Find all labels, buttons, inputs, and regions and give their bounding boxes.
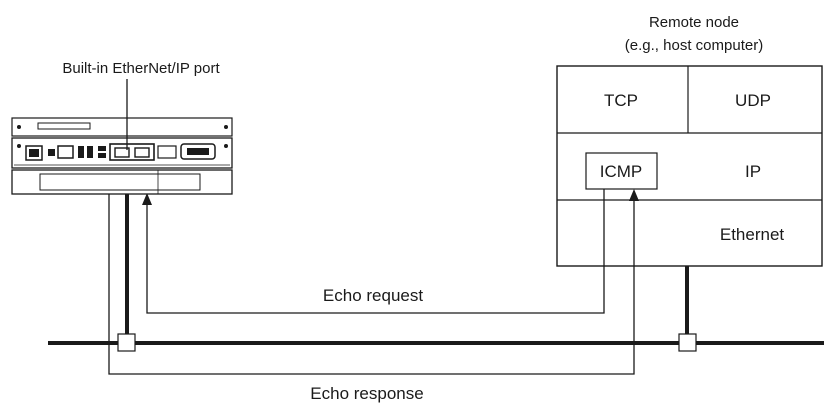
ethernet-layer: Ethernet [720,225,785,244]
udp-layer: UDP [735,91,771,110]
plc-tap [117,333,136,352]
echo-request-label: Echo request [323,286,423,305]
plc-top-slot [37,122,91,130]
echo-request-line [146,189,605,314]
icmp-box [585,152,658,190]
plc-power-connector [25,145,43,161]
icmp-layer: ICMP [600,162,643,181]
remote-node-subtitle: (e.g., host computer) [625,37,763,54]
remote-node-tap [678,333,697,352]
plc-top-rail [11,117,233,137]
remote-node-title: Remote node [649,14,739,31]
echo-response-label: Echo response [310,384,423,403]
ethernet-ip-port-label: Built-in EtherNet/IP port [62,60,220,77]
plc-expansion-connector [180,143,216,160]
echo-request-arrowhead [142,193,152,205]
plc-lower-cover [39,173,201,191]
ip-layer: IP [745,162,761,181]
plc-serial-port [57,145,74,159]
ethernet-ip-port-jack-1 [114,147,130,158]
plc-controller [11,79,233,195]
echo-response-line [108,173,635,375]
ethernet-ip-port-jack-2 [134,147,150,158]
echo-response-arrowhead [629,189,639,201]
protocol-stack: TCP UDP ICMP IP Ethernet [556,65,823,267]
plc-usb-port [157,145,177,159]
tcp-layer: TCP [604,91,638,110]
